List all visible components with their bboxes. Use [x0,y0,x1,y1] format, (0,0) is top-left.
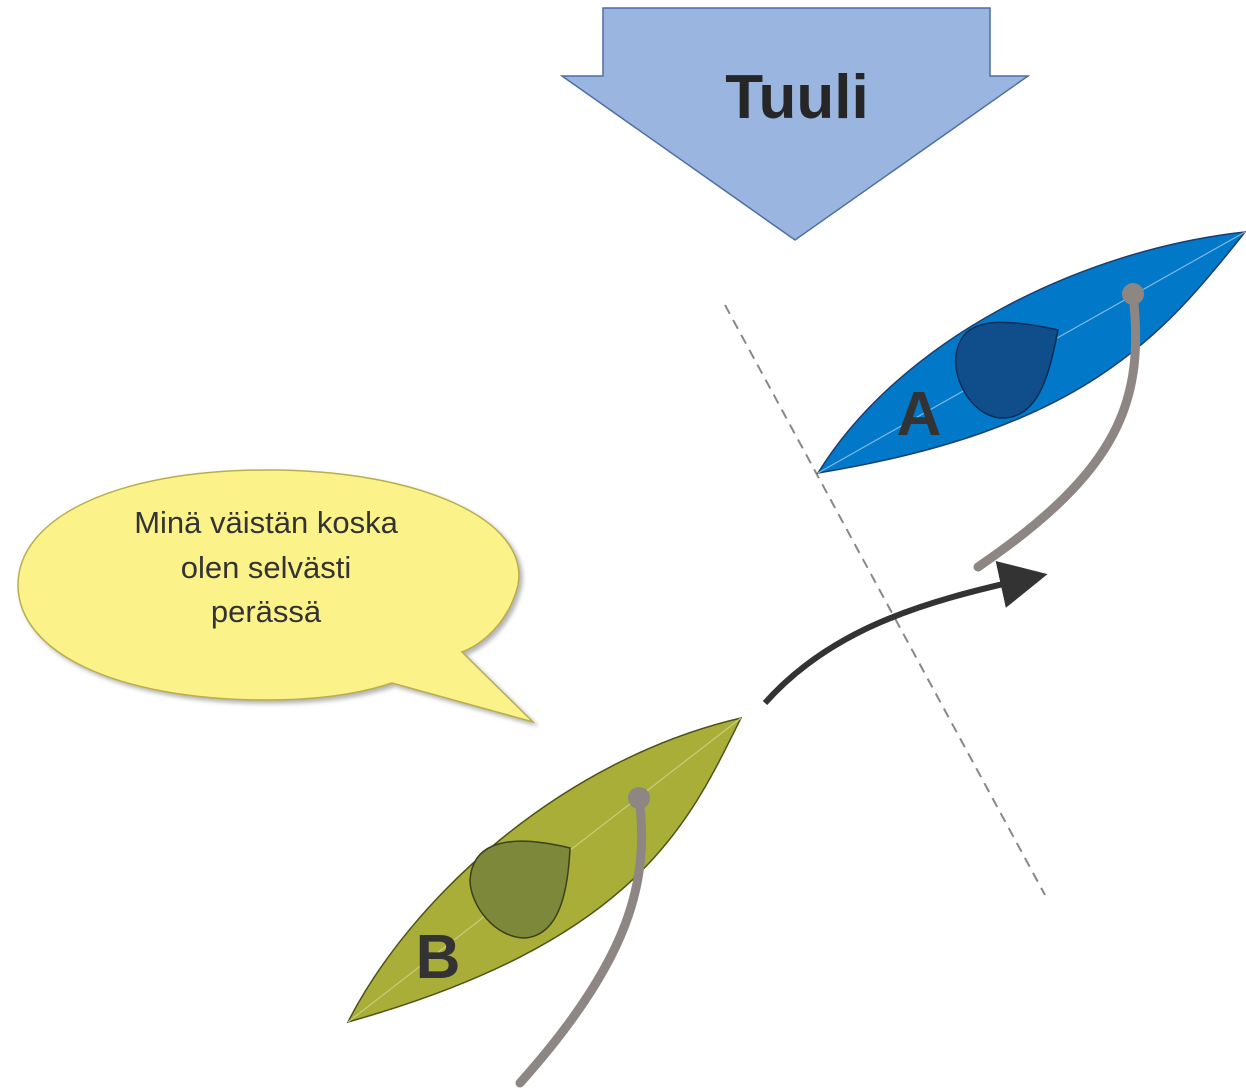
wind-label: Tuuli [725,63,868,132]
boat-b-tiller [515,793,647,1088]
boat-a-sail [954,321,1059,419]
boat-b: B [346,716,743,1088]
boat-a-tiller-pivot [1122,283,1144,305]
boat-a: A [816,231,1246,572]
boat-a-label: A [897,380,942,449]
boat-a-tiller [973,289,1141,572]
boat-b-sail [469,840,571,939]
speech-bubble: Minä väistän koska olen selvästi perässä [17,469,536,724]
speech-bubble-line-3: perässä [211,594,322,629]
boat-b-tiller-pivot [628,787,650,809]
wind-arrow-shape [559,7,1031,241]
wind-arrow: Tuuli [559,7,1031,241]
speech-bubble-line-1: Minä väistän koska [134,505,398,540]
boat-b-label: B [416,923,461,992]
speech-bubble-line-2: olen selvästi [181,550,352,585]
course-arrow [762,560,1048,705]
overlap-dashed-line [724,304,1046,896]
speech-bubble-shape [17,469,536,724]
